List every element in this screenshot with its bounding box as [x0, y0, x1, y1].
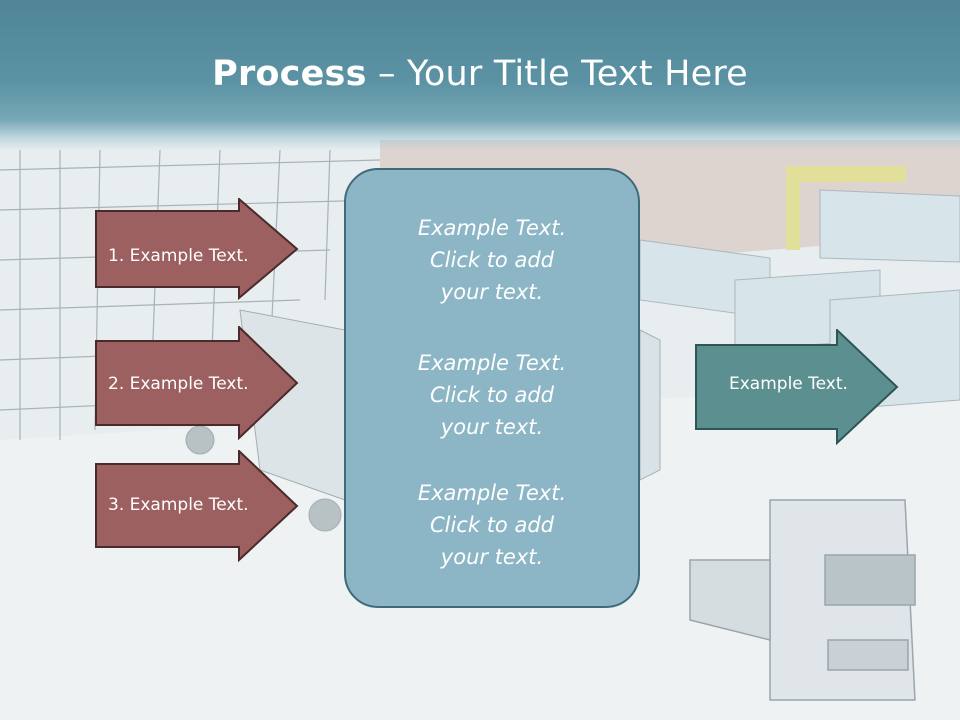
center-block-1: Example Text. Click to add your text.	[344, 212, 640, 308]
center-block-3: Example Text. Click to add your text.	[344, 477, 640, 573]
center-block-2-line3: your text.	[440, 415, 544, 439]
right-arrow[interactable]	[695, 329, 899, 445]
center-block-3-line3: your text.	[440, 545, 544, 569]
title-bar	[0, 0, 960, 150]
center-block-2-line2: Click to add	[429, 383, 554, 407]
center-block-3-line2: Click to add	[429, 513, 554, 537]
slide-title[interactable]: Process – Your Title Text Here	[0, 52, 960, 96]
center-text-box[interactable]	[344, 168, 640, 608]
left-arrow-3-label: 3. Example Text.	[108, 495, 249, 515]
center-block-1-line2: Click to add	[429, 248, 554, 272]
left-arrow-2[interactable]	[95, 326, 299, 440]
left-arrow-1-label: 1. Example Text.	[108, 246, 249, 266]
center-block-1-line3: your text.	[440, 280, 544, 304]
left-arrow-3[interactable]	[95, 450, 299, 562]
right-arrow-label: Example Text.	[729, 374, 848, 394]
title-rest: – Your Title Text Here	[366, 54, 748, 94]
center-block-1-line1: Example Text.	[417, 216, 567, 240]
center-block-2: Example Text. Click to add your text.	[344, 347, 640, 443]
center-block-2-line1: Example Text.	[417, 351, 567, 375]
left-arrow-2-label: 2. Example Text.	[108, 374, 249, 394]
left-arrow-1[interactable]	[95, 198, 299, 300]
center-block-3-line1: Example Text.	[417, 481, 567, 505]
title-bold: Process	[212, 54, 367, 94]
